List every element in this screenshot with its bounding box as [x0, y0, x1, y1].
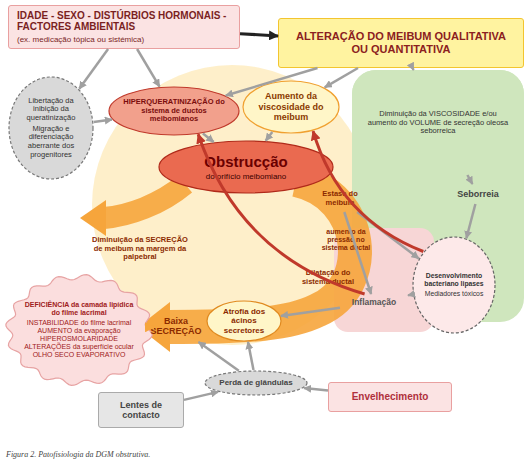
- band-text: Diminuição da SECREÇÃO de meibum na marg…: [88, 228, 192, 270]
- connector-arrow: [203, 134, 214, 142]
- process-ellipse: Aumento da viscosidade do meibum: [242, 80, 340, 134]
- connector-arrow: [281, 308, 340, 316]
- node-text: Obstrucção: [204, 153, 287, 170]
- band-text: Estase do meibum: [312, 186, 368, 212]
- outline-shape: [9, 77, 93, 179]
- outline-shape: [243, 81, 339, 133]
- band-arrowhead: [80, 200, 106, 236]
- process-text: Seborreia: [440, 184, 516, 204]
- green-region: Diminuição da VISCOSIDADE e/ou aumento d…: [352, 70, 524, 175]
- process-ellipse: HIPERQUERATINIZAÇÃO do sistema de ductos…: [108, 86, 240, 136]
- outline-shape: [205, 371, 307, 395]
- connector-arrow: [304, 388, 328, 391]
- band-text: Dilatação do sistema ductal: [296, 264, 360, 292]
- node-text: Dilatação do sistema ductal: [296, 269, 360, 286]
- secretion-band: [104, 184, 185, 218]
- node-text: DEFICIÊNCIA da camada lipídica do filme …: [22, 301, 136, 317]
- node-text: Diminuição da VISCOSIDADE e/ou aumento d…: [364, 110, 512, 136]
- node-subtext: INSTABILIDADE do filme lacrimal AUMENTO …: [22, 319, 136, 359]
- connector-arrow: [198, 134, 364, 294]
- node-text: aumento da pressão no sistema ductal: [318, 228, 374, 252]
- connector-arrow: [266, 132, 273, 141]
- node-text: Estase do meibum: [312, 190, 368, 207]
- node-text: Envelhecimento: [352, 391, 429, 403]
- connector-arrow: [248, 342, 254, 370]
- node-subtext: do orifício meibomiano: [206, 172, 286, 181]
- band-text: Baixa SECREÇÃO: [148, 310, 204, 342]
- cause-box: IDADE - SEXO - DISTÚRBIOS HORMONAIS - FA…: [8, 5, 240, 49]
- outline-shape: [413, 237, 495, 333]
- node-text: Perda de glândulas: [219, 378, 292, 387]
- node-text: Inflamação: [352, 298, 396, 308]
- mechanism-circle: Libertação da inibição da queratinização…: [8, 76, 94, 180]
- cause-box: ALTERAÇÃO DO MEIBUM QUALITATIVA OU QUANT…: [278, 18, 524, 68]
- outline-shape: [109, 87, 239, 135]
- outline-shape: [6, 275, 152, 386]
- node-text: Libertação da inibição da queratinização: [20, 97, 82, 123]
- outline-shape: [159, 141, 333, 193]
- node-text: Seborreia: [457, 189, 499, 199]
- cause-box: Envelhecimento: [328, 382, 452, 412]
- node-text: Baixa SECREÇÃO: [148, 316, 204, 337]
- central-ellipse: Obstrucção do orifício meibomiano: [158, 140, 334, 194]
- node-text: Diminuição da SECREÇÃO de meibum na marg…: [88, 236, 192, 262]
- connector-arrow: [184, 392, 218, 400]
- connector-arrow: [79, 49, 108, 89]
- connector-arrow: [137, 49, 159, 87]
- node-text: IDADE - SEXO - DISTÚRBIOS HORMONAIS - FA…: [17, 10, 231, 33]
- connector-arrow: [240, 34, 278, 36]
- node-subtext: (ex. medicação tópica ou sistémica): [17, 35, 144, 44]
- process-ellipse: Atrofia dos ácinos secretores: [206, 300, 282, 342]
- bacteria-circle: Desenvolvimento bacteriano lipasesMediad…: [412, 236, 496, 334]
- figure-caption: Figura 2. Patofisiologia da DGM obstruti…: [6, 450, 150, 459]
- connector-arrow: [467, 175, 472, 184]
- connector-arrow: [357, 212, 419, 258]
- node-text: HIPERQUERATINIZAÇÃO do sistema de ductos…: [122, 98, 226, 124]
- process-ellipse: Perda de glândulas: [204, 370, 308, 396]
- cause-box: Lentes de contacto: [98, 392, 184, 428]
- band-text: aumento da pressão no sistema ductal: [318, 220, 374, 260]
- node-text: Aumento da viscosidade do meibum: [254, 91, 328, 122]
- outline-shape: [207, 301, 281, 341]
- node-subtext: Mediadores tóxicos: [425, 290, 484, 298]
- node-text: Atrofia dos ácinos secretores: [214, 307, 274, 335]
- connector-arrow: [408, 294, 413, 295]
- node-text: ALTERAÇÃO DO MEIBUM QUALITATIVA OU QUANT…: [289, 30, 513, 55]
- connector-arrow: [199, 342, 239, 371]
- process-text: Inflamação: [340, 294, 408, 312]
- node-text: Lentes de contacto: [105, 400, 177, 421]
- connector-arrow: [466, 204, 475, 238]
- outcome-cloud: DEFICIÊNCIA da camada lipídica do filme …: [4, 272, 154, 388]
- node-text: Desenvolvimento bacteriano lipases: [418, 272, 490, 288]
- node-subtext: Migração e diferenciação aberrante dos p…: [20, 125, 82, 160]
- connector-arrow: [94, 120, 112, 123]
